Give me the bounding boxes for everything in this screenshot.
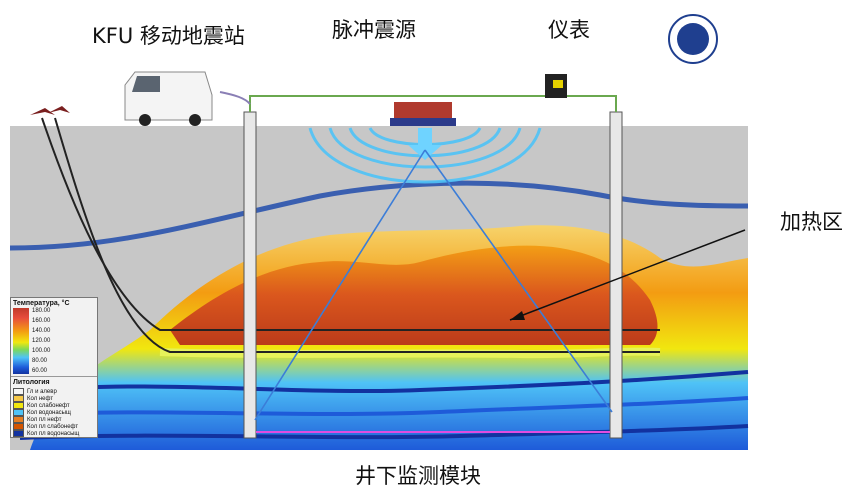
temperature-tick: 120.00 [32, 338, 51, 344]
label-station: KFU 移动地震站 [92, 24, 245, 48]
lithology-swatch [13, 395, 24, 402]
blue-band-2 [29, 396, 749, 417]
label-instrument: 仪表 [548, 18, 590, 42]
observation-well-right [609, 111, 623, 439]
ray-paths [254, 149, 613, 421]
lithology-label: Кол водонасыщ [27, 409, 71, 416]
lithology-item: Кол слабонефт [11, 402, 97, 409]
lithology-swatch [13, 423, 24, 430]
lithology-swatch [13, 388, 24, 395]
lithology-swatch [13, 416, 24, 423]
pumpjack-icon [30, 106, 70, 115]
legend-panel: Температура, °С 180.00 160.00 140.00 120.00… [10, 297, 98, 438]
lithology-label: Кол пл нефт [27, 416, 62, 423]
temperature-tick: 160.00 [32, 318, 51, 324]
heated-zone [170, 245, 658, 345]
instrument-icon [545, 74, 567, 98]
seismic-source-icon [390, 102, 456, 126]
temperature-color-bar [13, 308, 29, 374]
temperature-tick: 80.00 [32, 358, 48, 364]
lithology-item: Кол пл нефт [11, 416, 97, 423]
lithology-label: Кол пл водонасыщ [27, 430, 80, 437]
lithology-item: Кол пл водонасыщ [11, 430, 97, 437]
temperature-ticks: 180.00 160.00 140.00 120.00 100.00 80.00 60.00 [29, 308, 50, 374]
lithology-swatch [13, 402, 24, 409]
temperature-title: Температура, °С [13, 300, 70, 307]
label-source: 脉冲震源 [332, 18, 416, 42]
lithology-label: Кол слабонефт [27, 402, 70, 409]
lithology-label: Гл и алевр [27, 388, 57, 395]
lithology-swatch [13, 430, 24, 437]
label-downhole: 井下监测模块 [355, 464, 481, 488]
arrow-head [510, 311, 525, 320]
lithology-item: Кол водонасыщ [11, 409, 97, 416]
blue-band-1 [39, 370, 749, 394]
source-arrow [408, 128, 442, 160]
heated-zone-arrow [509, 229, 746, 321]
lithology-title: Литология [11, 376, 97, 388]
lithology-label: Кол нефт [27, 395, 54, 402]
lithology-item: Кол нефт [11, 395, 97, 402]
lithology-item: Кол пл слабонефт [11, 423, 97, 430]
temperature-tick: 140.00 [32, 328, 51, 334]
temperature-tick: 180.00 [32, 308, 51, 314]
van-icon [124, 71, 213, 126]
upper-horizon [9, 180, 749, 251]
temperature-scale: 180.00 160.00 140.00 120.00 100.00 80.00 60.00 [11, 308, 97, 376]
blue-band-3 [19, 424, 749, 440]
lithology-swatch [13, 409, 24, 416]
university-logo [668, 14, 718, 64]
temperature-tick: 100.00 [32, 348, 51, 354]
observation-well-left [243, 111, 257, 439]
lithology-item: Гл и алевр [11, 388, 97, 395]
horizontal-well-1 [41, 117, 660, 331]
temperature-tick: 60.00 [32, 368, 48, 374]
horizontal-well-2 [54, 117, 660, 353]
label-heated-zone: 加热区 [780, 210, 843, 234]
lithology-label: Кол пл слабонефт [27, 423, 79, 430]
van-cable [219, 91, 251, 105]
